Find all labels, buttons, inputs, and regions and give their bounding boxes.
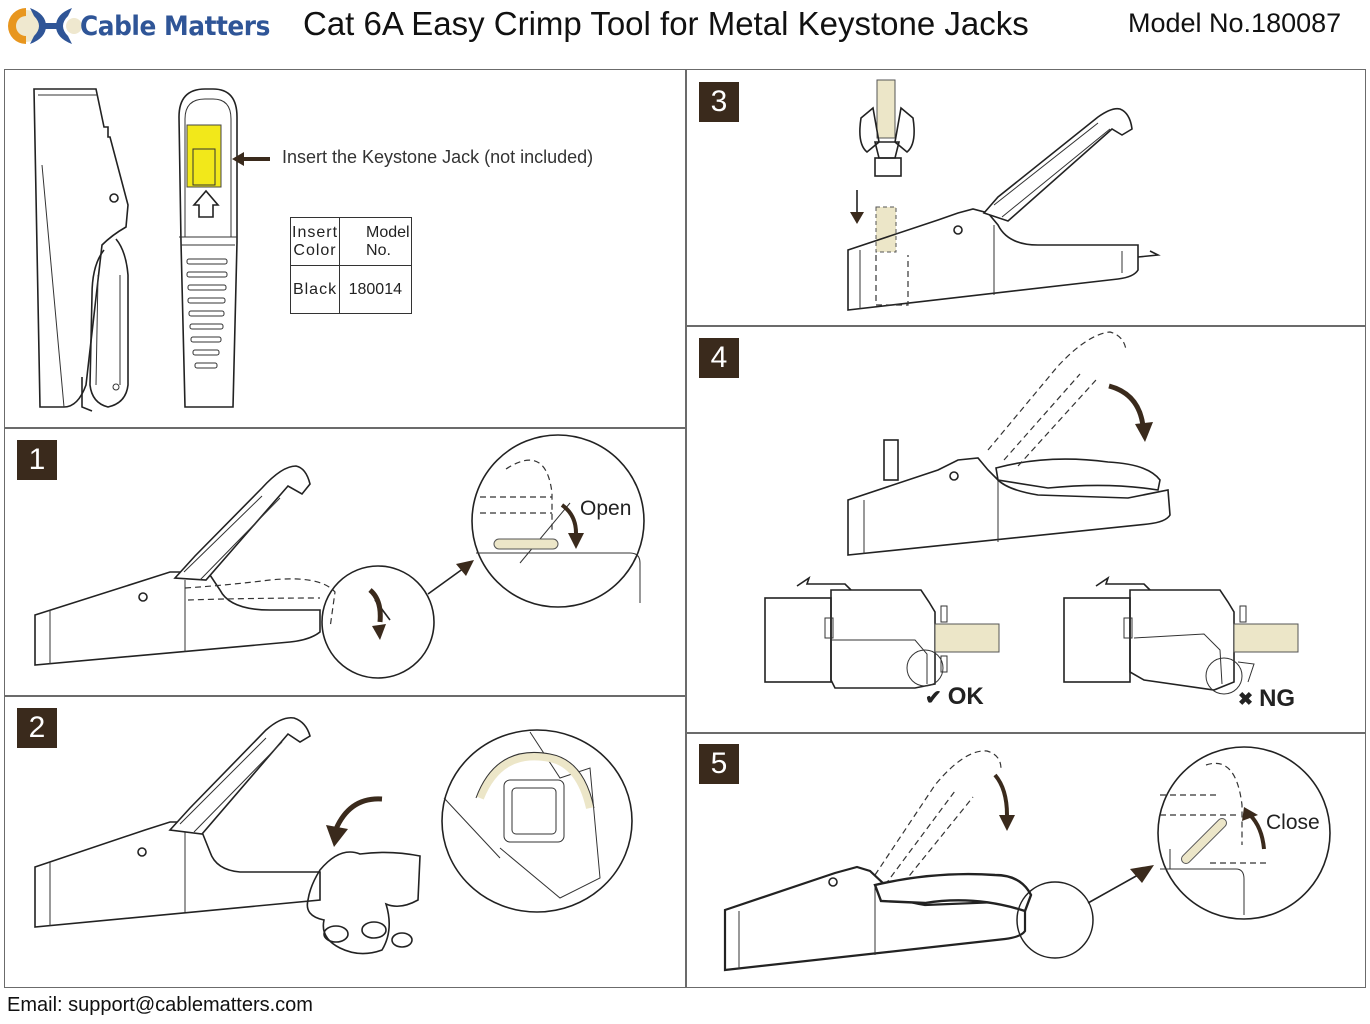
tool-side-view-icon	[33, 88, 129, 412]
tool-front-view-icon	[178, 88, 238, 408]
step-number-badge: 5	[699, 744, 739, 784]
crimp-tool-closed-icon	[723, 750, 1094, 972]
divider-step1-step2	[4, 695, 686, 697]
insert-down-arrow-icon	[850, 190, 864, 224]
result-ng-label: NG	[1259, 685, 1296, 712]
table-cell-model: 180014	[339, 265, 412, 314]
keystone-jack-ng-icon	[1063, 576, 1299, 695]
zoom-pointer-arrow-icon	[1087, 865, 1154, 904]
cable-matters-logo-icon	[8, 8, 82, 44]
keystone-jack-highlight	[186, 124, 222, 188]
cross-icon: ✖	[1238, 688, 1254, 709]
step-number-badge: 2	[17, 708, 57, 748]
table-header-insert-color: Insert Color	[289, 217, 341, 266]
result-ok-label: OK	[947, 683, 984, 710]
insert-direction-arrow	[192, 189, 220, 218]
table-row: Black 180014	[289, 265, 412, 314]
crimp-tool-with-jack-icon	[847, 107, 1161, 311]
open-callout-label: Open	[580, 497, 632, 520]
model-number: Model No.180087	[1128, 8, 1342, 38]
brand-name: Cable Matters	[80, 10, 270, 42]
divider-step3-step4	[685, 325, 1366, 327]
zoom-pointer-arrow-icon	[427, 560, 474, 595]
page-title: Cat 6A Easy Crimp Tool for Metal Keyston…	[303, 5, 1029, 42]
table-header-row: Insert Color Model No.	[289, 217, 412, 266]
result-ng: ✖ NG	[1238, 685, 1295, 713]
divider-overview-step1	[4, 427, 686, 429]
insert-arrow-icon	[232, 152, 270, 166]
zoom-circle-open-detail-icon	[471, 434, 645, 608]
lever-open-position	[493, 538, 559, 550]
table-header-model-no: Model No.	[339, 217, 412, 266]
zoom-circle-small-icon	[321, 565, 435, 679]
crimp-tool-open-icon	[34, 465, 336, 666]
check-icon: ✔	[925, 686, 942, 709]
zoom-circle-release-detail-icon	[441, 729, 633, 913]
column-divider	[685, 69, 687, 988]
step-number-badge: 4	[699, 338, 739, 378]
close-callout-label: Close	[1266, 811, 1320, 834]
support-email[interactable]: Email: support@cablematters.com	[7, 994, 313, 1016]
lever-closed-position	[1182, 819, 1226, 863]
step-number-badge: 1	[17, 440, 57, 480]
crimp-tool-release-icon	[34, 716, 321, 928]
brand-logo: Cable Matters	[6, 4, 286, 48]
step-number-badge: 3	[699, 82, 739, 122]
zoom-circle-close-detail-icon	[1157, 746, 1331, 920]
result-ok: ✔ OK	[925, 683, 984, 711]
release-curved-arrow-icon	[326, 796, 383, 847]
keystone-jack-ok-icon	[764, 576, 1000, 689]
insert-keystone-label: Insert the Keystone Jack (not included)	[282, 147, 594, 167]
keystone-jack-icon	[859, 79, 915, 177]
divider-step4-step5	[685, 732, 1366, 734]
insert-spec-table: Insert Color Model No. Black 180014	[289, 217, 412, 314]
crimp-tool-closing-icon	[847, 331, 1171, 556]
hand-icon	[306, 851, 421, 955]
closing-curved-arrow-icon	[1108, 383, 1153, 442]
header: Cable Matters Cat 6A Easy Crimp Tool for…	[0, 0, 1370, 62]
table-cell-color: Black	[289, 265, 341, 314]
